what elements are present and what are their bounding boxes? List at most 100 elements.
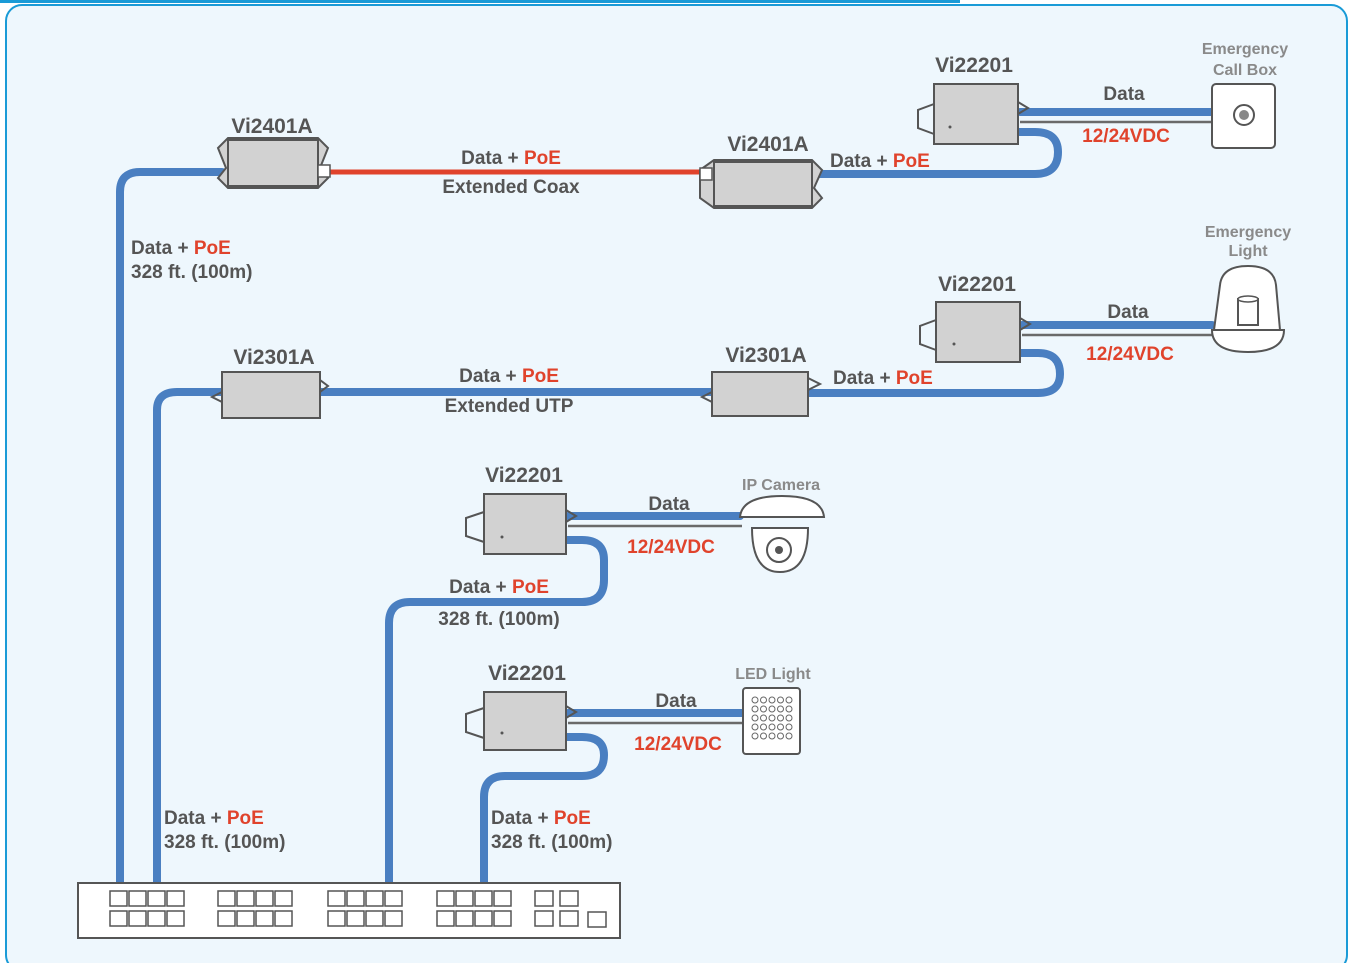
uplink-port <box>559 890 579 907</box>
led-dot <box>760 732 767 740</box>
extender-vi2301a-right <box>699 371 823 417</box>
label-led-power: 12/24VDC <box>634 734 722 755</box>
label-light-data-poe: Data + PoE <box>833 368 933 389</box>
cable-switch-to-led-extender <box>480 733 608 904</box>
switch-port <box>255 910 274 927</box>
switch-port <box>474 910 493 927</box>
switch-port <box>327 910 346 927</box>
label-call-box-line1: Emergency <box>1202 41 1288 58</box>
led-dot <box>751 723 759 731</box>
label-vi22201-led: Vi22201 <box>488 662 566 685</box>
switch-port <box>365 890 384 907</box>
label-coax-data-poe: Data + PoE <box>461 148 561 169</box>
label-callbox-power: 12/24VDC <box>1082 126 1170 147</box>
label-extended-utp: Extended UTP <box>445 396 574 417</box>
cables <box>116 108 1216 904</box>
led-dot <box>768 696 776 704</box>
switch-port <box>493 890 512 907</box>
switch-port <box>436 910 455 927</box>
uplink-port <box>587 911 607 928</box>
switch-port <box>455 890 474 907</box>
label-led-switch-distance: 328 ft. (100m) <box>491 832 612 853</box>
led-light-icon <box>742 687 801 755</box>
led-dot <box>777 723 784 731</box>
label-vi22201-light: Vi22201 <box>938 273 1016 296</box>
extender-vi2401a-left <box>216 137 331 189</box>
extender-vi2301a-left <box>209 371 330 419</box>
label-utp-switch-distance: 328 ft. (100m) <box>164 832 285 853</box>
label-camera-data-poe: Data + PoE <box>449 577 549 598</box>
emergency-light-icon <box>1210 264 1286 354</box>
cable-vi2301a-to-vi22201 <box>804 349 1064 397</box>
switch-port <box>455 910 474 927</box>
switch-port <box>166 890 185 907</box>
led-dot <box>785 732 793 740</box>
cable-vi2401a-to-vi22201 <box>806 128 1062 178</box>
led-dot <box>751 732 759 740</box>
label-camera-distance: 328 ft. (100m) <box>438 609 559 630</box>
splitter-vi22201-camera <box>465 493 578 555</box>
led-dot <box>785 705 793 713</box>
device-labels: Vi2401A Vi2401A Vi2301A Vi2301A Vi22201 … <box>231 54 1016 685</box>
switch-port <box>147 890 166 907</box>
extender-vi2401a-right <box>699 159 824 209</box>
label-light-data: Data <box>1107 302 1149 323</box>
splitter-vi22201-led <box>465 691 578 751</box>
splitter-vi22201-callbox <box>917 83 1030 145</box>
switch-port <box>128 890 147 907</box>
diagram-panel <box>5 4 1348 963</box>
label-light-power: 12/24VDC <box>1086 344 1174 365</box>
label-vi2401a-right: Vi2401A <box>727 133 808 156</box>
switch-port <box>236 910 255 927</box>
label-led-switch-data-poe: Data + PoE <box>491 808 591 829</box>
switch-port <box>217 910 236 927</box>
cable-labels: Data + PoE Extended Coax Data + PoE Data… <box>131 84 1174 853</box>
switch-port <box>217 890 236 907</box>
switch-port <box>436 890 455 907</box>
led-dot <box>768 732 776 740</box>
network-switch <box>77 882 621 939</box>
led-dot <box>777 696 784 704</box>
switch-port <box>109 890 128 907</box>
label-vi2301a-right: Vi2301A <box>725 344 806 367</box>
led-dot <box>777 705 784 713</box>
switch-port <box>327 890 346 907</box>
uplink-port <box>534 910 554 927</box>
led-dot <box>777 714 784 722</box>
label-left-data-poe: Data + PoE <box>131 238 231 259</box>
led-dot <box>768 714 776 722</box>
label-callbox-data: Data <box>1103 84 1145 105</box>
led-dot <box>760 705 767 713</box>
led-dot <box>768 705 776 713</box>
cable-switch-to-vi2401a <box>116 168 226 904</box>
label-utp-switch-data-poe: Data + PoE <box>164 808 264 829</box>
led-dot <box>751 705 759 713</box>
ip-camera-icon <box>738 494 826 574</box>
label-extended-coax: Extended Coax <box>442 177 580 198</box>
led-dot <box>751 696 759 704</box>
led-dot <box>777 732 784 740</box>
label-camera-power: 12/24VDC <box>627 537 715 558</box>
switch-port <box>274 890 293 907</box>
led-dot <box>785 696 793 704</box>
led-dot <box>785 714 793 722</box>
label-callbox-data-poe: Data + PoE <box>830 151 930 172</box>
switch-port <box>255 890 274 907</box>
label-led-light: LED Light <box>735 666 811 683</box>
cable-switch-to-camera-extender <box>385 536 608 904</box>
led-dot <box>760 696 767 704</box>
label-utp-data-poe: Data + PoE <box>459 366 559 387</box>
label-led-data: Data <box>655 691 697 712</box>
switch-port <box>109 910 128 927</box>
label-left-distance: 328 ft. (100m) <box>131 262 252 283</box>
label-vi22201-camera: Vi22201 <box>485 464 563 487</box>
led-dot <box>751 714 759 722</box>
label-vi22201-callbox: Vi22201 <box>935 54 1013 77</box>
switch-port <box>474 890 493 907</box>
switch-port <box>365 910 384 927</box>
led-dot <box>768 723 776 731</box>
switch-port <box>493 910 512 927</box>
splitter-vi22201-light <box>919 301 1032 363</box>
switch-port <box>384 910 403 927</box>
